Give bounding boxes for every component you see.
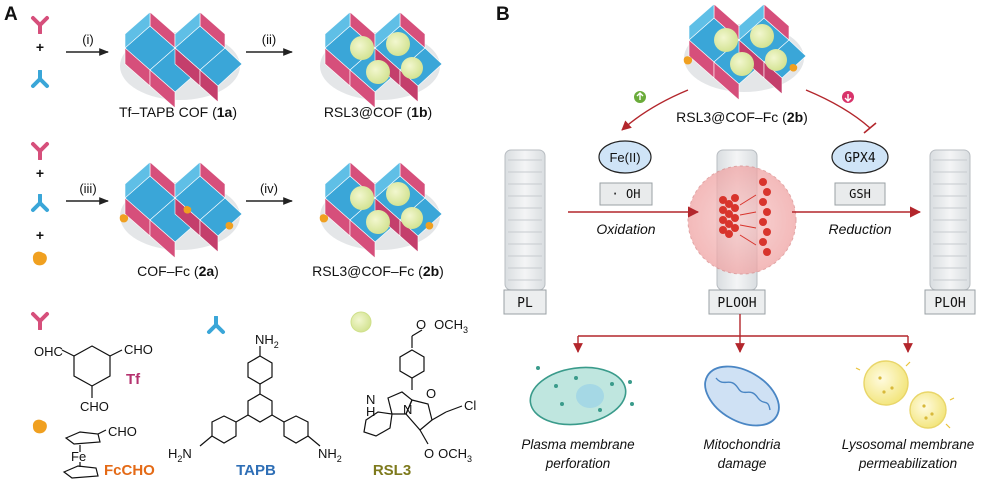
fe-ii-bubble [598,140,652,174]
gsh-label: GSH [849,187,871,201]
tf-linker-icon [31,142,49,160]
label-2b: RSL3@COF–Fc (2b) [312,263,444,279]
plus-sign: + [36,39,44,55]
mitochondria-icon [704,365,780,427]
cof-2b [319,161,443,259]
tf-group-ohc: OHC [34,344,63,359]
cof-1a [119,11,243,109]
gpx4-bubble [831,140,889,174]
ploh-box [924,289,976,315]
tf-name: Tf [126,371,141,388]
ferrocene-icon [32,419,47,434]
oxidation-label: Oxidation [596,221,655,237]
fc-group-cho: CHO [108,424,137,439]
tapb-amine-top: NH2 [255,332,279,350]
step-label-iii: (iii) [79,181,96,196]
gpx4-label: GPX4 [844,151,875,166]
pl-box [503,289,547,315]
cof-1b [319,11,443,109]
fc-name: FcCHO [104,462,155,479]
step-label-i: (i) [82,32,94,47]
rsl3-structure [363,329,463,445]
outcome-branch [573,314,913,353]
plus-sign: + [36,227,44,243]
tapb-linker-icon [31,70,49,88]
gsh-box [834,182,886,206]
rsl3-amide-o: O [426,386,436,401]
tapb-name: TAPB [236,462,276,479]
label-2a: COF–Fc (2a) [137,263,219,279]
rsl3-cl: Cl [464,398,476,413]
rsl3-n: N [403,402,412,417]
plooh-box [708,289,766,315]
fe-ii-label: Fe(II) [609,150,640,165]
outcome-mito-line2: damage [718,456,767,471]
outcome-mito-line1: Mitochondria [703,437,781,452]
tf-structure [61,345,123,398]
ferrocene-icon [32,251,47,266]
panel-label-b: B [496,4,510,25]
outcome-plasma-line2: perforation [545,456,611,471]
tf-linker-icon [31,16,49,34]
oh-box [599,182,653,206]
tf-group-cho-bottom: CHO [80,399,109,414]
plus-sign: + [36,165,44,181]
membrane-ploh [929,149,971,291]
pl-label: PL [517,296,533,311]
rsl3-nh: N [366,392,375,407]
label-2b-top: RSL3@COF–Fc (2b) [676,109,808,125]
tapb-amine-left: H2N [168,446,192,464]
cof-2b-top [683,3,807,101]
lysosome-icon [855,360,955,429]
tf-linker-icon [31,312,49,330]
activate-arrow [621,89,689,131]
membrane-pl [504,149,546,291]
tapb-linker-icon [207,316,225,334]
reduction-label: Reduction [828,221,891,237]
tapb-linker-icon [31,194,49,212]
rsl3-h: H [366,404,375,419]
cof-2a [119,161,243,259]
plasma-cell-icon [529,366,634,426]
step-label-ii: (ii) [262,32,276,47]
fcche-structure [62,429,107,479]
plooh-label: PLOOH [717,296,756,311]
inhibit-arrow [805,89,871,129]
outcome-plasma-line1: Plasma membrane [521,437,634,452]
membrane-plooh [687,149,797,291]
label-1a: Tf–TAPB COF (1a) [119,104,237,120]
tapb-amine-right: NH2 [318,446,342,464]
outcome-lyso-line1: Lysosomal membrane [842,437,975,452]
tapb-structure [199,346,321,447]
ploh-label: PLOH [934,296,965,311]
panel-label-a: A [4,4,18,25]
oh-label: · OH [612,187,641,201]
fc-iron: Fe [71,449,86,464]
outcome-lyso-line2: permeabilization [858,456,957,471]
rsl3-name: RSL3 [373,462,411,479]
rsl3-pore-icon [350,311,372,333]
tf-group-cho-right: CHO [124,342,153,357]
step-label-iv: (iv) [260,181,278,196]
label-1b: RSL3@COF (1b) [324,104,432,120]
